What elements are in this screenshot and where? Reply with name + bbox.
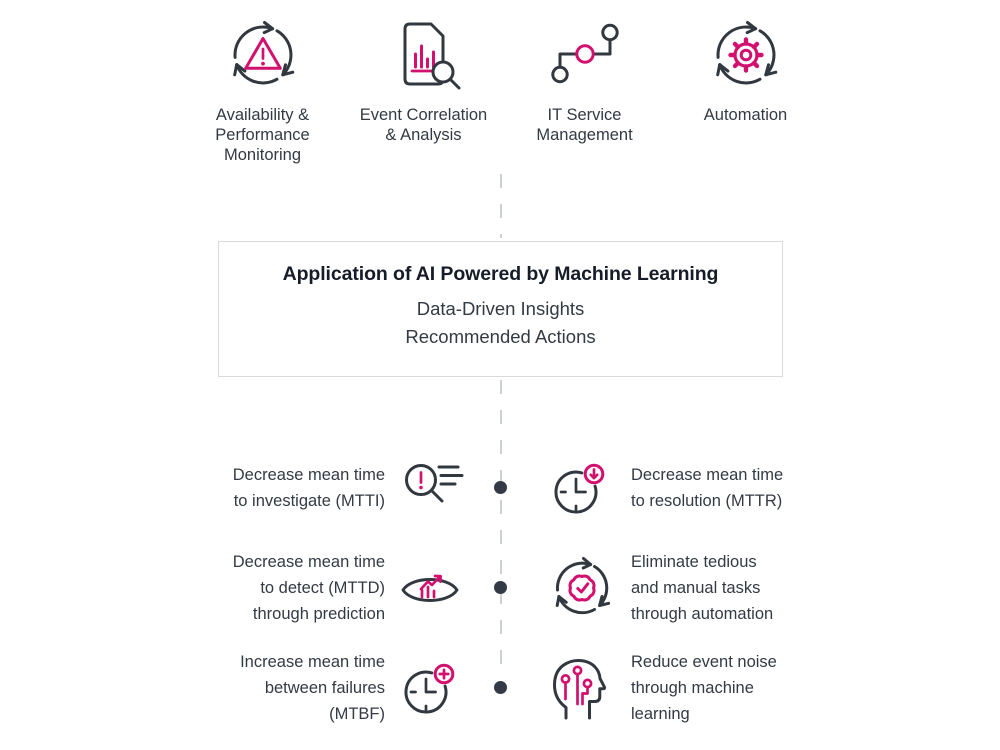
connector-dashed-line-bottom xyxy=(500,380,502,676)
cycle-check-icon xyxy=(555,557,611,615)
monitoring-cycle-alert-icon xyxy=(232,21,294,85)
input-label: Automation xyxy=(703,106,788,124)
connector-dot xyxy=(494,681,507,694)
connector-dot xyxy=(494,481,507,494)
box-title: Application of AI Powered by Machine Lea… xyxy=(282,263,719,285)
automation-gear-cycle-icon xyxy=(715,21,777,85)
head-circuit-icon xyxy=(553,659,607,720)
connector-dashed-line-top xyxy=(500,174,502,238)
clock-down-icon xyxy=(554,463,605,514)
ai-application-box: Application of AI Powered by Machine Lea… xyxy=(218,241,783,377)
event-correlation-analysis-icon xyxy=(403,22,460,90)
eye-trend-icon xyxy=(401,574,459,602)
input-label: Event Correlation& Analysis xyxy=(359,106,488,144)
connector-dot xyxy=(494,581,507,594)
input-item-event-correlation: Event Correlation& Analysis xyxy=(343,14,504,165)
it-service-management-icon xyxy=(550,23,619,84)
clock-plus-icon xyxy=(404,663,455,714)
input-item-automation: Automation xyxy=(665,14,826,165)
search-alert-icon xyxy=(405,464,464,503)
